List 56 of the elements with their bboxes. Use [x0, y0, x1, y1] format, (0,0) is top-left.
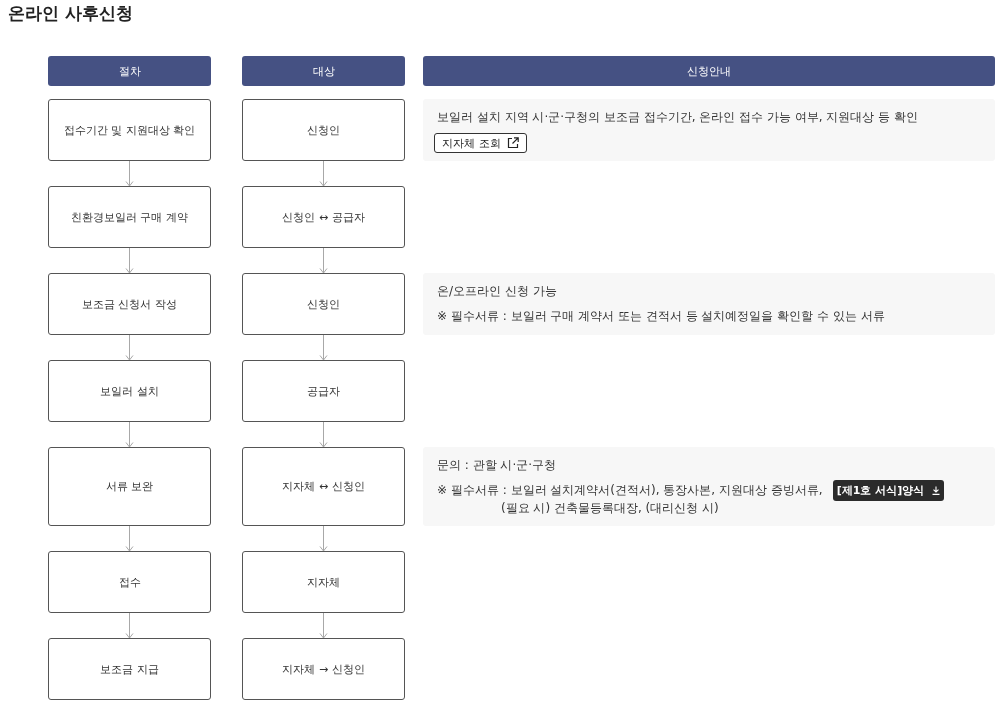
arrow	[319, 525, 328, 552]
arrow	[319, 612, 328, 639]
arrow	[125, 525, 134, 552]
arrow	[125, 612, 134, 639]
party-box	[242, 360, 405, 422]
step-label: 친환경보일러 구매 계약	[71, 209, 188, 225]
step-box	[48, 551, 211, 613]
step-label: 접수	[118, 574, 141, 590]
party-box	[242, 186, 405, 248]
step-label: 접수기간 및 지원대상 확인	[63, 122, 196, 138]
party-box	[242, 447, 405, 526]
note-text: ※ 필수서류 : 보일러 설치계약서(견적서), 통장사본, 지원대상 증빙서류, (필요 시) 건축물등록대장, (대리신청 시)	[437, 482, 824, 517]
step-label: 보조금 지급	[100, 661, 159, 677]
party-label: 지자체	[307, 574, 340, 590]
download-button: [제1호 서식]양식	[833, 480, 944, 501]
note-text: ※ 필수서류 : 보일러 구매 계약서 또는 견적서 등 설치예정일을 확인할 수 있는 서류	[437, 308, 886, 325]
info-panel	[423, 447, 995, 526]
info-text: 온/오프라인 신청 가능	[437, 283, 558, 300]
party-label: 공급자	[307, 383, 340, 399]
party-label: 신청인	[307, 296, 340, 312]
column-header	[242, 56, 405, 86]
header-label: 절차	[118, 63, 141, 79]
party-box	[242, 551, 405, 613]
link-button: 지자체 조회	[434, 133, 527, 153]
step-label: 보일러 설치	[100, 383, 159, 399]
arrow	[125, 160, 134, 187]
party-label: 지자체 ↔ 신청인	[282, 479, 365, 494]
step-box	[48, 99, 211, 161]
step-label: 보조금 신청서 작성	[82, 296, 177, 312]
party-box	[242, 273, 405, 335]
arrow	[125, 421, 134, 448]
info-panel	[423, 99, 995, 161]
step-box	[48, 186, 211, 248]
column-header	[423, 56, 995, 86]
arrow	[319, 334, 328, 361]
page-title: 온라인 사후신청	[8, 2, 133, 25]
party-box	[242, 99, 405, 161]
info-text: 보일러 설치 지역 시·군·구청의 보조금 접수기간, 온라인 접수 가능 여부, 지원대상 등 확인	[437, 109, 920, 126]
step-box	[48, 447, 211, 526]
step-label: 서류 보완	[105, 479, 154, 494]
step-box	[48, 638, 211, 700]
arrow	[319, 421, 328, 448]
arrow	[125, 247, 134, 274]
party-label: 지자체 → 신청인	[282, 661, 365, 677]
info-text: 문의 : 관할 시·군·구청	[437, 457, 558, 474]
arrow	[319, 247, 328, 274]
arrow	[125, 334, 134, 361]
step-box	[48, 360, 211, 422]
header-label: 대상	[312, 63, 335, 79]
arrow	[319, 160, 328, 187]
header-label: 신청안내	[687, 63, 731, 79]
column-header	[48, 56, 211, 86]
step-box	[48, 273, 211, 335]
party-label: 신청인 ↔ 공급자	[282, 209, 365, 225]
party-box	[242, 638, 405, 700]
party-label: 신청인	[307, 122, 340, 138]
